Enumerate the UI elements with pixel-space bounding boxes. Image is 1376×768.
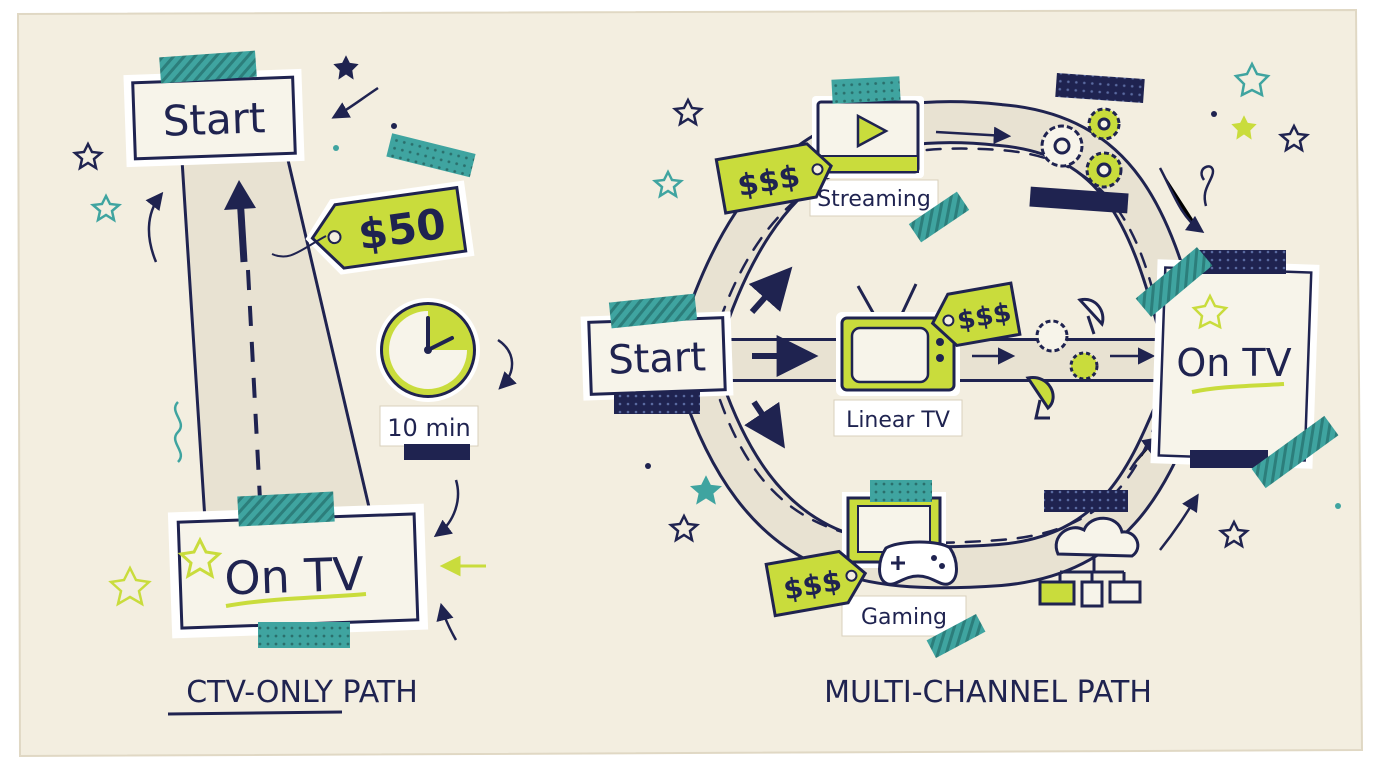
gamepad-icon (878, 540, 958, 586)
streaming-price-tag: $$$ (714, 142, 833, 215)
ctv-time-label: 10 min (387, 414, 470, 442)
gears-icon (1029, 72, 1145, 214)
ctv-side-arrow (497, 338, 517, 390)
star-icon (333, 55, 359, 80)
play-screen-icon (812, 76, 924, 178)
ctv-side-arrow (331, 86, 379, 119)
road-arrow (1158, 167, 1205, 234)
ctv-side-arrow (433, 479, 460, 538)
star-icon (690, 475, 722, 505)
star-icon (1233, 61, 1271, 98)
ctv-road-arrow-head (224, 180, 256, 210)
ctv-caption-underline (167, 710, 343, 716)
road-arrow (935, 126, 1012, 145)
star-icon (668, 513, 700, 543)
ctv-end-card: On TV (167, 491, 429, 648)
road-arrow (748, 266, 793, 314)
star-icon (1278, 123, 1310, 153)
channel-gaming-label: Gaming (861, 605, 947, 630)
channel-linear-tv-label: Linear TV (846, 408, 950, 433)
gaming-price-tag: $$$ (764, 549, 868, 618)
ctv-side-arrow (436, 602, 458, 641)
ctv-time-label-box: 10 min (379, 405, 479, 460)
ctv-caption: CTV-ONLY PATH (186, 675, 418, 710)
linear-tv-price-tag: $$$ (930, 281, 1022, 348)
channel-linear-tv: Linear TV $$$ (833, 281, 1022, 437)
tv-icon (836, 283, 960, 396)
star-icon (1218, 519, 1250, 549)
road-arrow (744, 400, 785, 449)
ctv-start-card: Start (123, 50, 305, 168)
multi-end-card: On TV (1135, 247, 1339, 489)
star-icon (108, 565, 152, 607)
ctv-only-panel: Start $50 10 min (123, 50, 517, 716)
ctv-start-label: Start (162, 93, 266, 146)
ctv-road-dashes (246, 269, 262, 501)
clock-icon (376, 298, 480, 402)
channel-gaming: Gaming $$$ (764, 480, 986, 658)
channel-streaming: Streaming $$$ (714, 76, 970, 243)
multi-caption: MULTI-CHANNEL PATH (824, 675, 1152, 710)
road-arrow (1159, 493, 1199, 551)
star-icon (1231, 115, 1257, 140)
multi-start-label: Start (607, 334, 706, 383)
star-icon (90, 193, 122, 223)
channel-streaming-label: Streaming (817, 187, 931, 212)
star-icon (72, 141, 104, 171)
star-icon (652, 169, 684, 199)
ctv-tag-string (271, 235, 327, 258)
ctv-price-label: $50 (355, 199, 449, 260)
multi-channel-panel: Start Streaming $$$ (580, 72, 1339, 710)
ctv-price-tag: $50 (305, 133, 476, 275)
satellite-gears-icon (1025, 297, 1105, 420)
decorative-doodles (72, 55, 1341, 607)
multi-start-card: Start (580, 293, 734, 414)
ctv-side-arrow (145, 191, 164, 263)
multi-end-label: On TV (1176, 341, 1291, 385)
star-icon (672, 97, 704, 127)
cloud-devices-icon (1038, 490, 1142, 608)
